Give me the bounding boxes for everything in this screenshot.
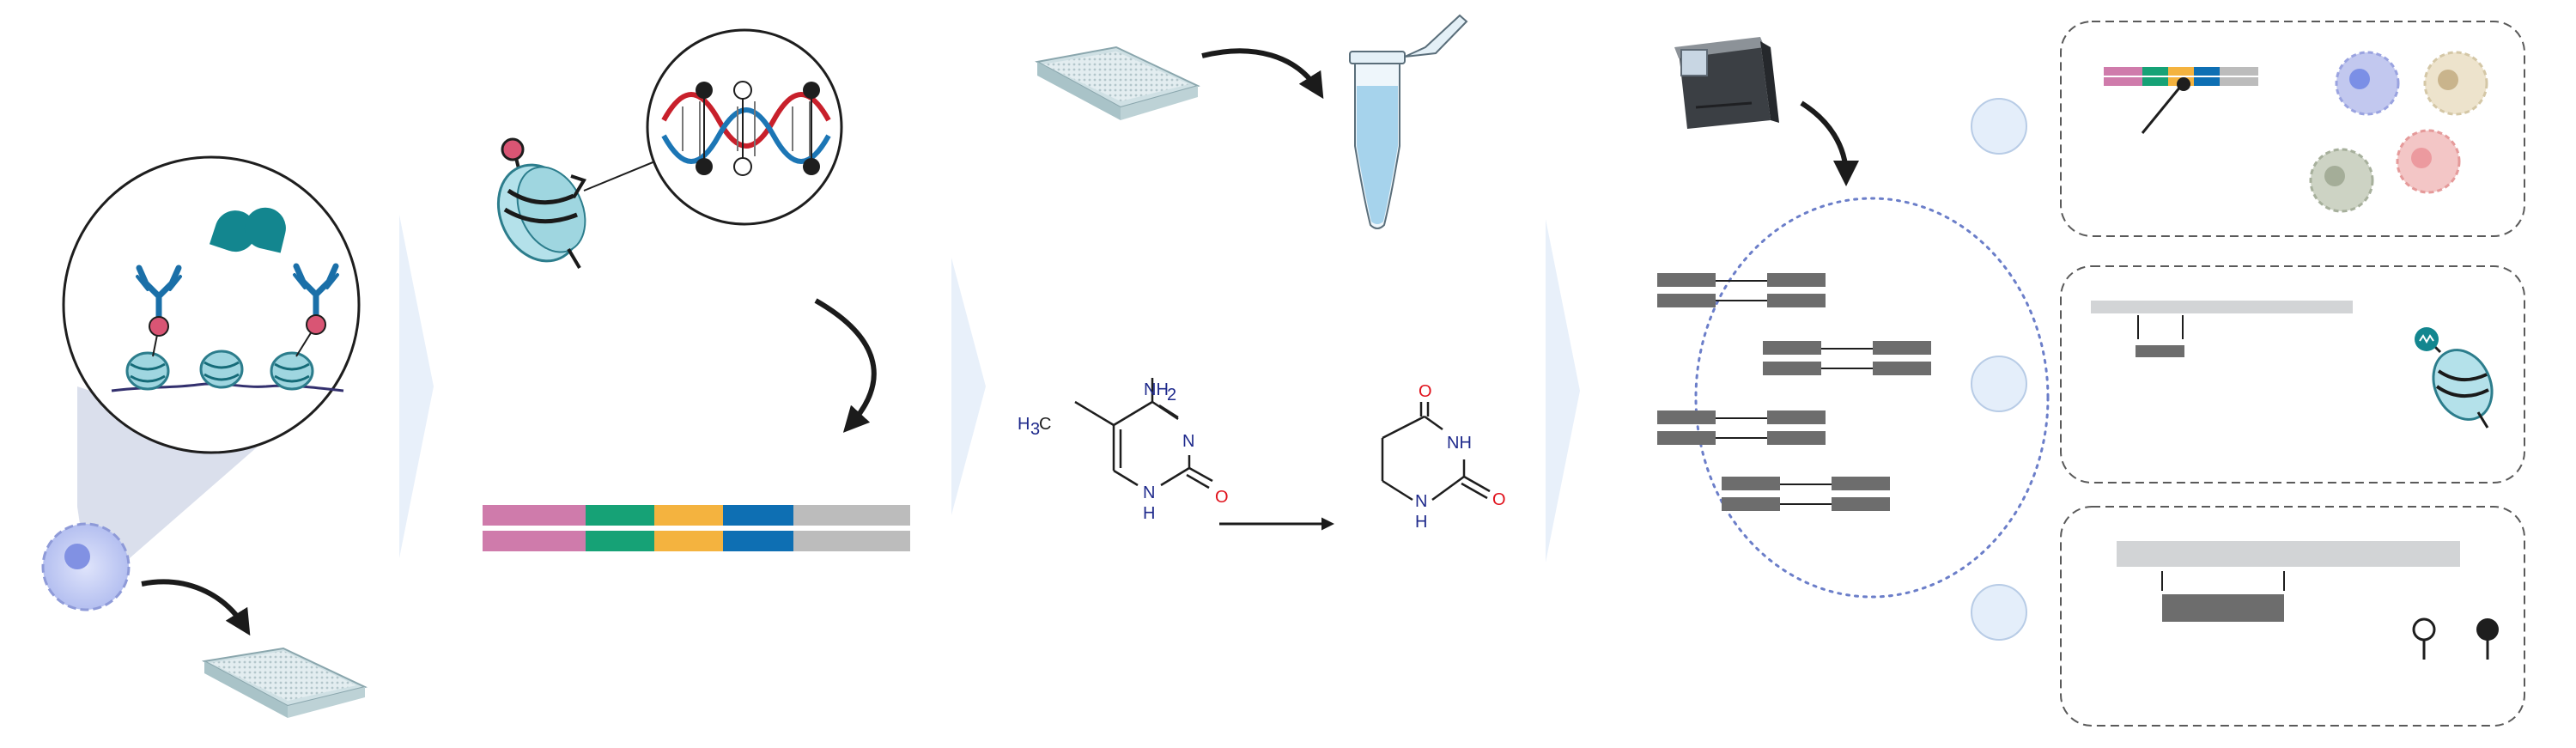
stage-separators bbox=[399, 215, 1580, 563]
panel-conversion: H 3 C NH 2 N N H O bbox=[1018, 14, 1506, 532]
mini-segment-1-5 bbox=[2220, 67, 2258, 76]
read-right-top-2 bbox=[1873, 341, 1931, 355]
arrow-plate-to-tube bbox=[1201, 48, 1324, 100]
output-box-3 bbox=[2060, 506, 2525, 727]
carbonyl-top: O bbox=[1419, 382, 1432, 401]
methyl-c: C bbox=[1039, 415, 1051, 434]
barcode-segment-2-1 bbox=[483, 531, 586, 551]
methyl-sub: 3 bbox=[1030, 420, 1040, 439]
reference-bar-2 bbox=[2117, 541, 2460, 567]
enzyme-icon-left bbox=[209, 210, 257, 252]
mini-segment-2-5 bbox=[2220, 77, 2258, 86]
marker-nucleosome bbox=[501, 137, 525, 161]
microtube-icon bbox=[1349, 14, 1468, 229]
chevron-3 bbox=[1546, 219, 1580, 563]
enzyme-icon-right bbox=[244, 207, 286, 253]
read-left-bottom-3 bbox=[1657, 431, 1716, 445]
antibody-icon-left bbox=[136, 265, 182, 323]
panel-nucleus bbox=[41, 155, 368, 718]
mini-segment-1-3 bbox=[2168, 67, 2194, 76]
well-plate-icon-2 bbox=[1035, 46, 1200, 120]
chevron-1 bbox=[399, 215, 434, 558]
marker-left bbox=[149, 316, 169, 337]
read-left-bottom-1 bbox=[1657, 294, 1716, 307]
aligned-read-2 bbox=[2162, 594, 2284, 622]
read-right-bottom-1 bbox=[1767, 294, 1826, 307]
output-box-2 bbox=[2060, 265, 2525, 483]
arrow-cell-to-plate bbox=[141, 579, 251, 636]
carbonyl-o: O bbox=[1215, 488, 1229, 507]
marker-right bbox=[306, 314, 326, 335]
barcode-segment-1-2 bbox=[586, 505, 654, 526]
panel-sequencing bbox=[1657, 37, 2050, 599]
bead-1 bbox=[1971, 98, 2027, 155]
sequencer-icon bbox=[1674, 37, 1779, 129]
methylcytosine-molecule: H 3 C NH 2 N N H O bbox=[1018, 378, 1229, 523]
mini-segment-1-1 bbox=[2104, 67, 2142, 76]
nucleosome-small-3 bbox=[270, 351, 314, 391]
filled-lollipop-icon bbox=[2476, 618, 2499, 660]
barcode-segment-2-4 bbox=[723, 531, 793, 551]
read-right-top-4 bbox=[1832, 477, 1890, 490]
barcode-segment-1-3 bbox=[654, 505, 723, 526]
read-right-bottom-2 bbox=[1873, 362, 1931, 375]
read-left-top-1 bbox=[1657, 273, 1716, 287]
mini-segment-2-1 bbox=[2104, 77, 2142, 86]
barcode-segment-2-3 bbox=[654, 531, 723, 551]
read-right-bottom-4 bbox=[1832, 497, 1890, 511]
barcode-segment-1-1 bbox=[483, 505, 586, 526]
read-left-bottom-2 bbox=[1763, 362, 1821, 375]
arrow-sequencer-to-reads bbox=[1800, 100, 1859, 186]
dna-zoom-circle bbox=[646, 28, 843, 226]
bead-2 bbox=[1971, 356, 2027, 412]
cell-cluster-icon bbox=[2309, 51, 2488, 213]
open-lollipop-icon bbox=[2412, 617, 2436, 660]
nh-upper: NH bbox=[1447, 434, 1472, 453]
barcode-segment-2-2 bbox=[586, 531, 654, 551]
nucleosome-small-1 bbox=[125, 351, 170, 391]
antibody-icon-right bbox=[293, 263, 339, 321]
read-right-bottom-3 bbox=[1767, 431, 1826, 445]
read-pairs bbox=[1657, 273, 1931, 511]
bead-3 bbox=[1971, 584, 2027, 641]
nh-lower-h: H bbox=[1415, 513, 1427, 532]
mini-segment-1-4 bbox=[2194, 67, 2220, 76]
aligned-read bbox=[2136, 345, 2184, 357]
amine-sub: 2 bbox=[1167, 386, 1176, 404]
barcode-segment-1-4 bbox=[723, 505, 793, 526]
barcode-segment-2-5 bbox=[793, 531, 910, 551]
read-left-top-3 bbox=[1657, 410, 1716, 424]
barcode-segment-1-5 bbox=[793, 505, 910, 526]
ring-n-top: N bbox=[1182, 432, 1194, 451]
dna-helix-icon bbox=[661, 81, 831, 176]
nucleosome-small-2 bbox=[199, 350, 244, 389]
arrow-dna-to-barcodes bbox=[814, 298, 877, 433]
dihydrouracil-molecule: O NH N H O bbox=[1381, 382, 1506, 532]
ring-nh-h: H bbox=[1143, 504, 1155, 523]
nucleosome-icon-2 bbox=[2415, 327, 2494, 429]
carbonyl-side: O bbox=[1492, 490, 1506, 509]
nh-lower: N bbox=[1415, 492, 1427, 511]
panel-outputs bbox=[1971, 21, 2525, 727]
read-right-top-1 bbox=[1767, 273, 1826, 287]
output-box-1 bbox=[2060, 21, 2525, 237]
mini-segment-2-2 bbox=[2142, 77, 2168, 86]
well-plate-icon bbox=[201, 647, 368, 718]
read-right-top-3 bbox=[1767, 410, 1826, 424]
chevron-2 bbox=[951, 258, 986, 515]
panel-tagging bbox=[483, 28, 910, 551]
ring-nh: N bbox=[1143, 483, 1155, 502]
nucleosome-icon bbox=[496, 163, 586, 270]
mini-segment-2-4 bbox=[2194, 77, 2220, 86]
reference-bar bbox=[2091, 301, 2353, 313]
amine-label: NH bbox=[1144, 380, 1169, 399]
read-left-top-2 bbox=[1763, 341, 1821, 355]
read-left-top-4 bbox=[1722, 477, 1780, 490]
methyl-h: H bbox=[1018, 415, 1030, 434]
mini-segment-1-2 bbox=[2142, 67, 2168, 76]
cell-icon bbox=[41, 522, 131, 611]
read-left-bottom-4 bbox=[1722, 497, 1780, 511]
barcode-read-icon bbox=[483, 505, 910, 551]
